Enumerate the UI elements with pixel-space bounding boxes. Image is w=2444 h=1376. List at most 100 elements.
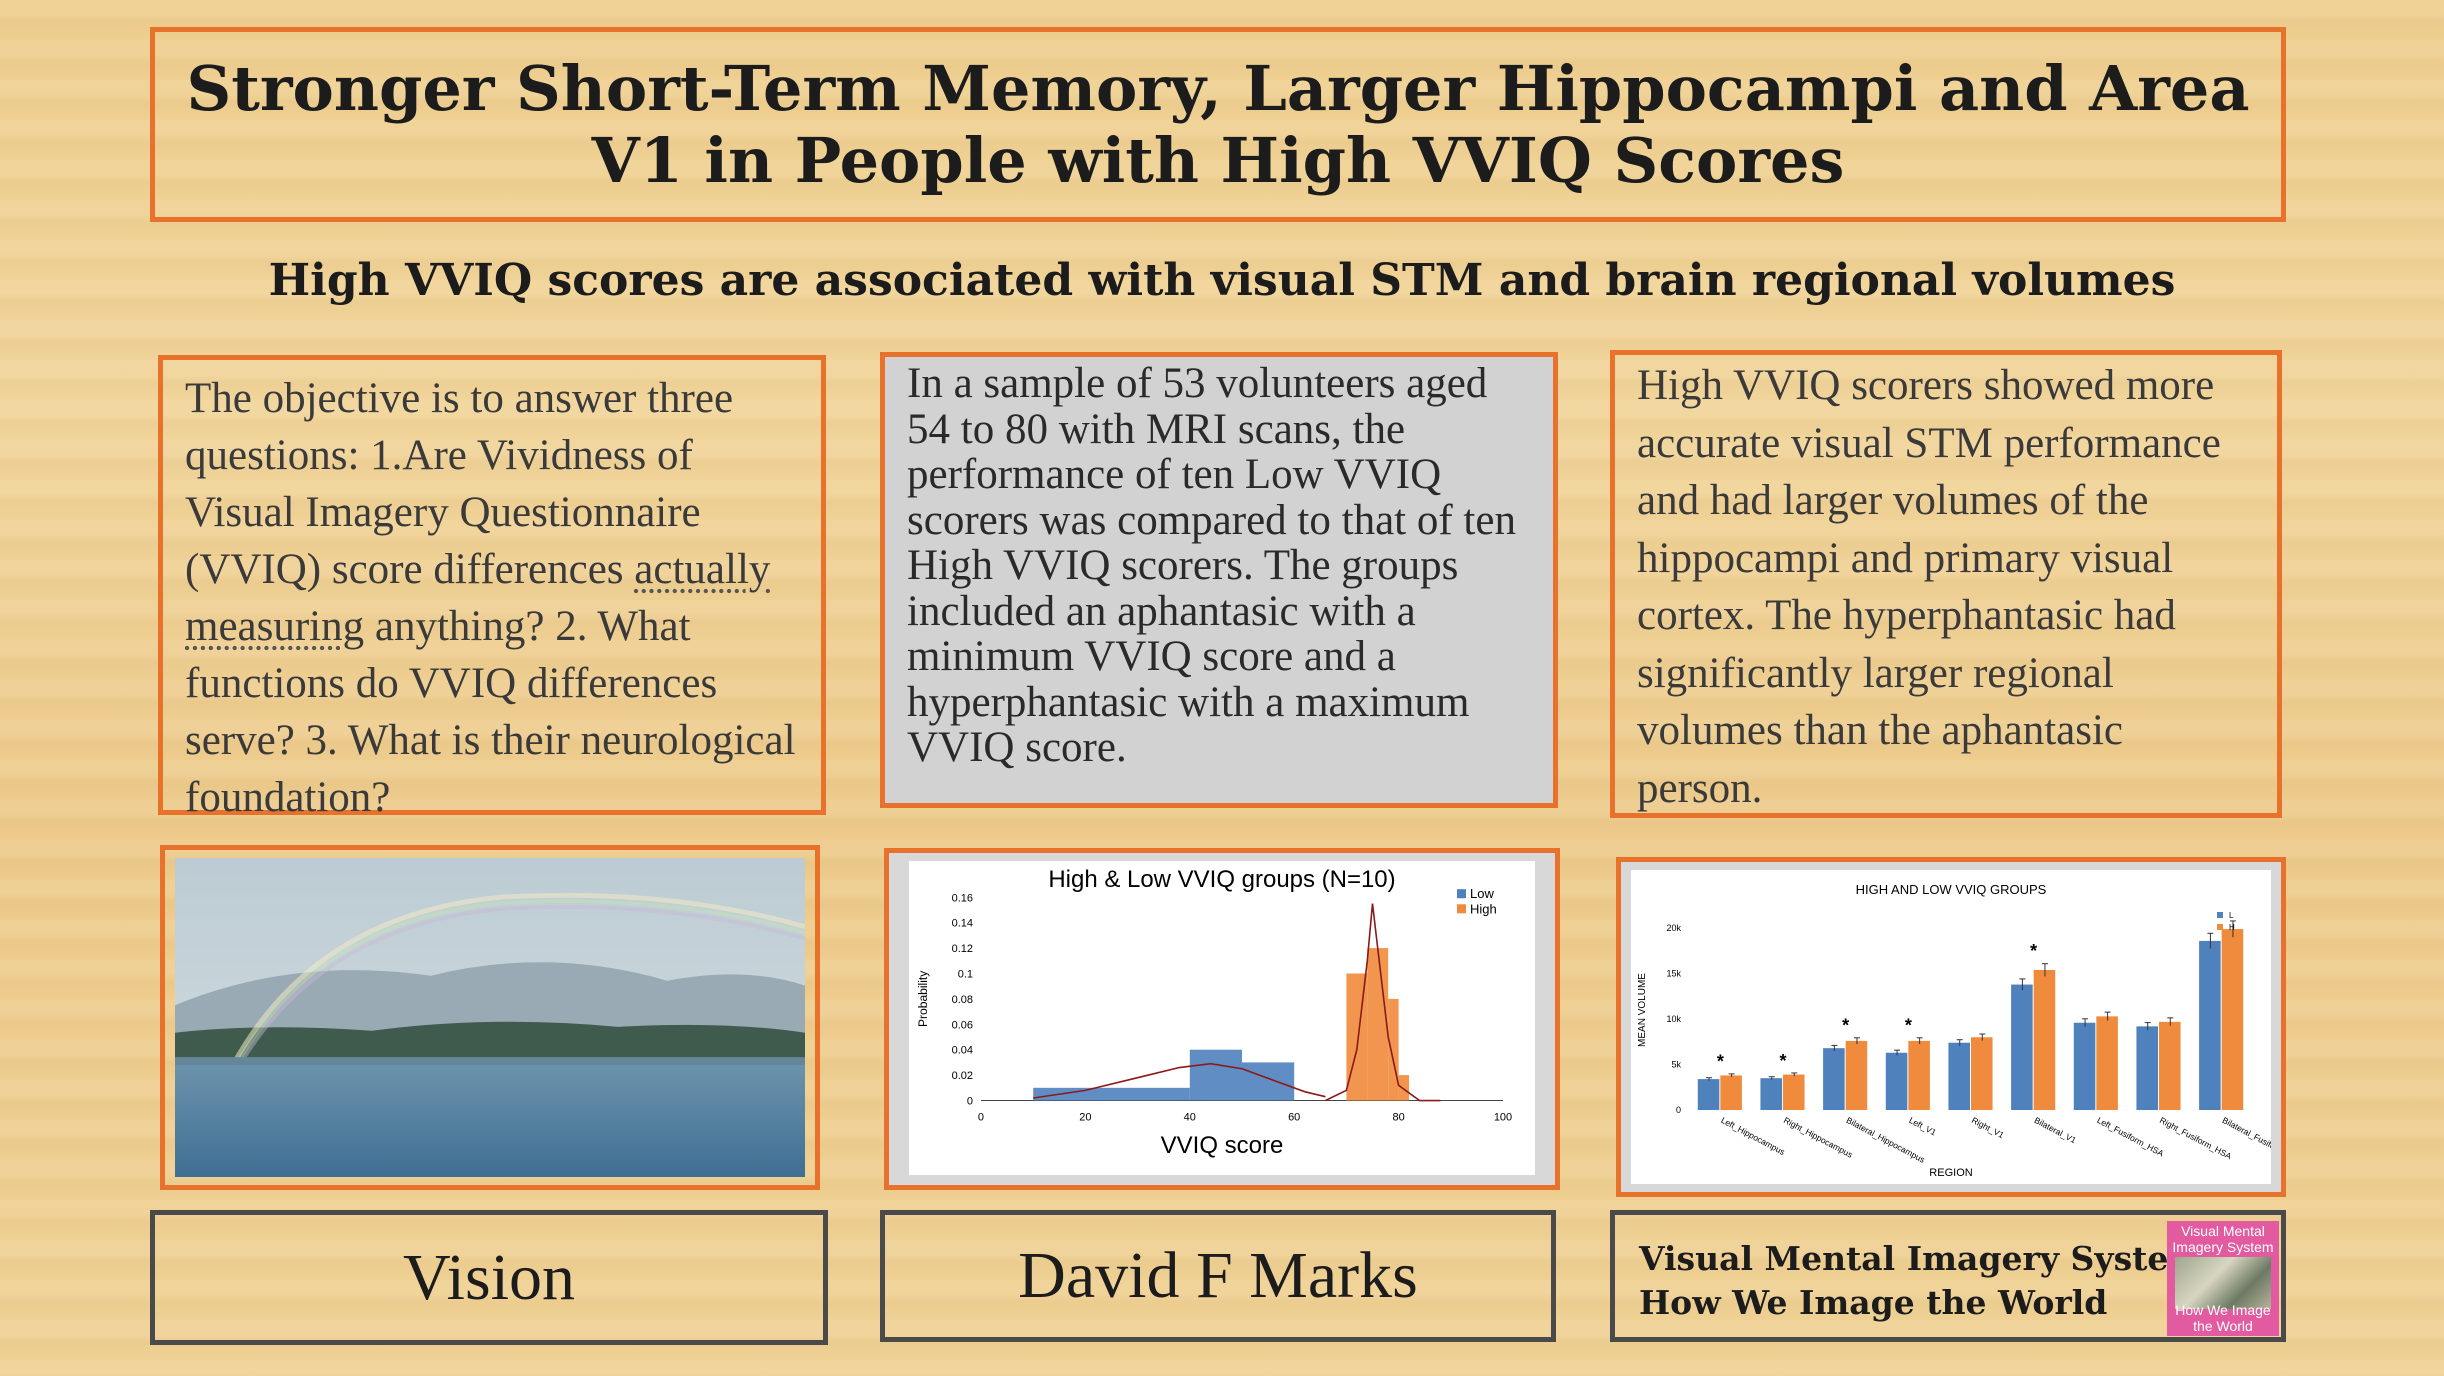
histogram-ytick-label: 0.08 — [952, 994, 973, 1006]
density-curve-high — [1325, 903, 1441, 1102]
volume-bar-l — [1760, 1078, 1782, 1110]
book-title: Visual Mental Imagery System: How We Ima… — [1639, 1237, 2216, 1325]
author-label-box[interactable]: David F Marks — [880, 1210, 1556, 1342]
poster-title: Stronger Short-Term Memory, Larger Hippo… — [186, 51, 2250, 197]
volume-bar-l — [2136, 1026, 2158, 1110]
volume-xlabel: REGION — [1929, 1167, 1972, 1179]
histogram-xtick-label: 60 — [1288, 1112, 1300, 1124]
histogram-chart-frame[interactable]: High & Low VVIQ groups (N=10) 0 0.02 0.04 0.… — [884, 848, 1560, 1190]
volume-ytick-label: 5k — [1671, 1060, 1681, 1070]
significance-star: * — [1717, 1052, 1724, 1072]
volume-legend-swatch — [2217, 924, 2223, 930]
book-title-line2: How We Image the World — [1639, 1283, 2108, 1322]
volume-bar-h — [2159, 1021, 2181, 1110]
volume-ytick-label: 10k — [1666, 1014, 1681, 1024]
method-text: In a sample of 53 volunteers aged 54 to … — [907, 360, 1516, 771]
histogram-ytick-label: 0.04 — [952, 1045, 973, 1057]
rainbow-photo-frame[interactable] — [160, 845, 820, 1190]
volume-legend-label: H — [2229, 923, 2235, 932]
volume-bar-l — [2199, 940, 2221, 1110]
volume-bar-h — [2221, 929, 2244, 1110]
book-box[interactable]: Visual Mental Imagery System: How We Ima… — [1610, 1210, 2286, 1342]
volume-category-label: Right_Hippocampus — [1782, 1115, 1854, 1160]
histogram-ytick-label: 0.14 — [952, 918, 973, 930]
vision-label: Vision — [402, 1240, 576, 1314]
volume-bar-l — [1885, 1052, 1908, 1110]
histogram-legend-label: Low — [1470, 886, 1494, 901]
results-textbox[interactable]: High VVIQ scorers showed more accurate v… — [1610, 350, 2282, 818]
results-text: High VVIQ scorers showed more accurate v… — [1637, 362, 2221, 812]
histogram-ytick-label: 0 — [967, 1096, 973, 1108]
significance-star: * — [1779, 1051, 1786, 1071]
histogram-ytick-label: 0.16 — [952, 892, 973, 904]
significance-star: * — [1905, 1015, 1912, 1035]
volume-legend-swatch — [2217, 912, 2223, 918]
histogram-bar-low — [1189, 1049, 1242, 1101]
density-curve-low — [1033, 1062, 1326, 1099]
volume-bar-l — [1823, 1048, 1845, 1110]
histogram-legend-swatch — [1457, 904, 1466, 914]
volume-legend-label: L — [2229, 911, 2234, 920]
histogram-legend-swatch — [1457, 889, 1466, 899]
book-cover-bottom-text: How We Image the World — [2175, 1302, 2271, 1334]
volume-ylabel: MEAN VOLUME — [1637, 973, 1648, 1047]
objective-text-part1: The objective is to answer three questio… — [185, 375, 734, 593]
author-name: David F Marks — [1018, 1239, 1418, 1312]
histogram-bar-high — [1398, 1075, 1410, 1101]
volume-category-label: Left_Fusiform_HSA — [2095, 1115, 2165, 1159]
book-cover-picture — [2175, 1257, 2271, 1309]
vviq-histogram: High & Low VVIQ groups (N=10) 0 0.02 0.04 0.… — [916, 866, 1512, 1159]
book-title-line1: Visual Mental Imagery System: — [1639, 1239, 2216, 1278]
book-cover-top-text: Visual Mental Imagery System — [2172, 1223, 2274, 1255]
significance-star: * — [1842, 1015, 1849, 1035]
rainbow-lake-photo — [175, 858, 805, 1177]
volume-bar-l — [2073, 1022, 2096, 1110]
volume-category-label: Right_V1 — [1970, 1115, 2006, 1140]
volume-ytick-label: 20k — [1666, 923, 1681, 933]
volume-bar-h — [2033, 970, 2056, 1110]
volume-bar-h — [1971, 1037, 1993, 1110]
histogram-xlabel: VVIQ score — [1161, 1132, 1284, 1159]
histogram-ytick-label: 0.12 — [952, 943, 973, 955]
book-cover-image: Visual Mental Imagery System How We Imag… — [2167, 1221, 2279, 1336]
histogram-bar-low — [1033, 1087, 1190, 1101]
histogram-xtick-label: 0 — [978, 1112, 984, 1124]
volume-bar-h — [1908, 1040, 1930, 1110]
histogram-ytick-label: 0.06 — [952, 1019, 973, 1031]
volume-ytick-label: 15k — [1666, 969, 1681, 979]
volume-bar-h — [1845, 1040, 1868, 1110]
method-textbox[interactable]: In a sample of 53 volunteers aged 54 to … — [880, 352, 1558, 808]
volume-bar-l — [1948, 1042, 1970, 1110]
histogram-xtick-label: 40 — [1184, 1112, 1196, 1124]
histogram-bar-high — [1388, 998, 1399, 1101]
histogram-ytick-label: 0.1 — [958, 968, 973, 980]
histogram-xtick-label: 20 — [1079, 1112, 1091, 1124]
objective-textbox[interactable]: The objective is to answer three questio… — [158, 355, 826, 821]
objective-underlined-text: actually measuring — [185, 546, 771, 650]
vision-label-box[interactable]: Vision — [150, 1210, 828, 1345]
histogram-bar-low — [1242, 1062, 1295, 1101]
objective-text-part2: anything? 2. What functions do VVIQ diff… — [185, 603, 796, 821]
histogram-title: High & Low VVIQ groups (N=10) — [1048, 866, 1395, 893]
volume-bar-h — [1720, 1075, 1742, 1110]
significance-star: * — [2030, 941, 2037, 961]
volume-bar-l — [1697, 1079, 1720, 1110]
volume-bar-h — [1783, 1074, 1805, 1110]
volume-bar-chart: HIGH AND LOW VVIQ GROUPS 0 5k 10k 15k 20kMEAN… — [1637, 882, 2271, 1179]
histogram-ylabel: Probability — [916, 971, 930, 1027]
histogram-bar-high — [1367, 948, 1389, 1101]
title-box: Stronger Short-Term Memory, Larger Hippo… — [150, 27, 2286, 222]
volume-category-label: Left_V1 — [1907, 1115, 1938, 1138]
histogram-legend-label: High — [1470, 901, 1497, 916]
histogram-ytick-label: 0.02 — [952, 1070, 973, 1082]
volume-bar-h — [2096, 1016, 2118, 1110]
histogram-xtick-label: 80 — [1392, 1112, 1404, 1124]
volume-chart-title: HIGH AND LOW VVIQ GROUPS — [1856, 882, 2047, 897]
volume-bar-l — [2011, 984, 2033, 1110]
volume-ytick-label: 0 — [1676, 1105, 1681, 1115]
histogram-xtick-label: 100 — [1494, 1112, 1512, 1124]
poster-subtitle: High VVIQ scores are associated with vis… — [268, 255, 2176, 306]
volume-category-label: Left_Hippocampus — [1719, 1115, 1786, 1157]
volume-category-label: Bilateral_V1 — [2033, 1115, 2078, 1145]
